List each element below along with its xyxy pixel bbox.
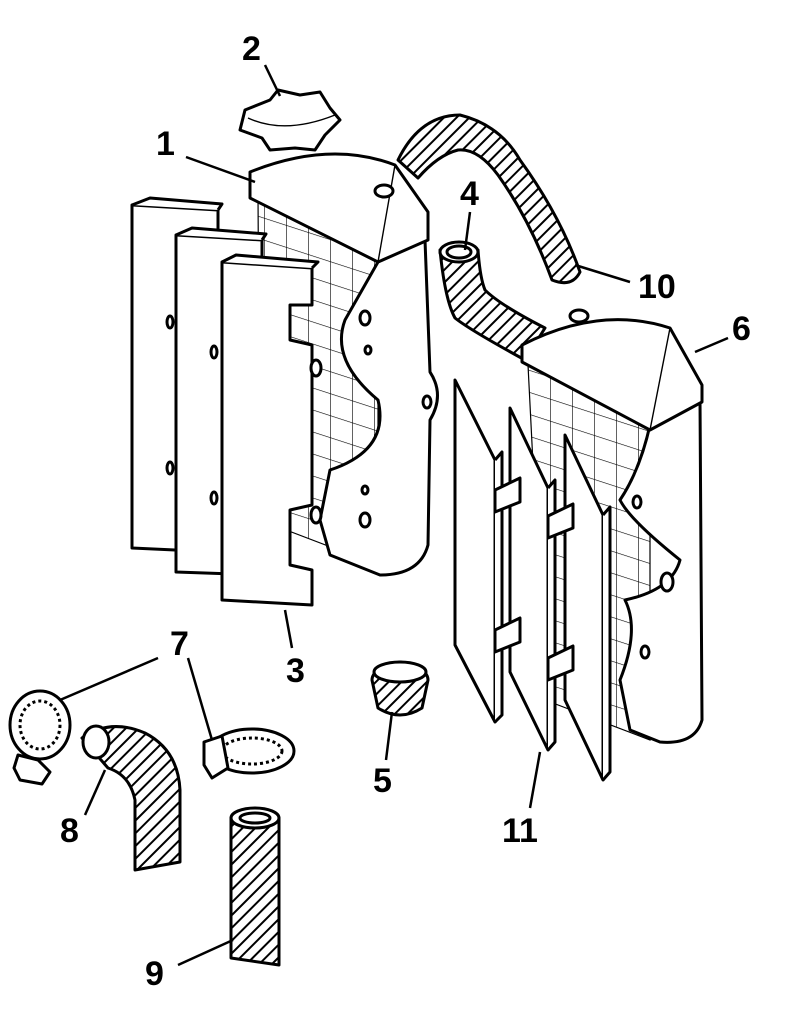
callout-5: 5 bbox=[373, 762, 392, 800]
hose-clamp-right bbox=[202, 727, 296, 780]
callout-8: 8 bbox=[60, 812, 79, 850]
hose-clamp-left bbox=[8, 689, 72, 786]
callout-9: 9 bbox=[145, 955, 164, 993]
radiator-cap bbox=[238, 88, 342, 152]
right-fin-set bbox=[453, 378, 612, 782]
leader-lines bbox=[59, 64, 729, 967]
straight-hose bbox=[229, 806, 281, 967]
callout-11: 11 bbox=[502, 812, 538, 850]
callout-10: 10 bbox=[638, 268, 676, 306]
left-shroud-set bbox=[130, 196, 323, 607]
callout-1: 1 bbox=[156, 125, 175, 163]
long-hose bbox=[396, 113, 582, 285]
small-hose bbox=[370, 660, 430, 717]
callout-7: 7 bbox=[170, 625, 189, 663]
callout-3: 3 bbox=[286, 652, 305, 690]
callout-4: 4 bbox=[460, 175, 479, 213]
callout-labels: 1 2 3 4 5 6 7 8 9 10 11 bbox=[60, 30, 751, 993]
callout-2: 2 bbox=[242, 30, 261, 68]
callout-6: 6 bbox=[732, 310, 751, 348]
bent-hose bbox=[80, 724, 182, 872]
